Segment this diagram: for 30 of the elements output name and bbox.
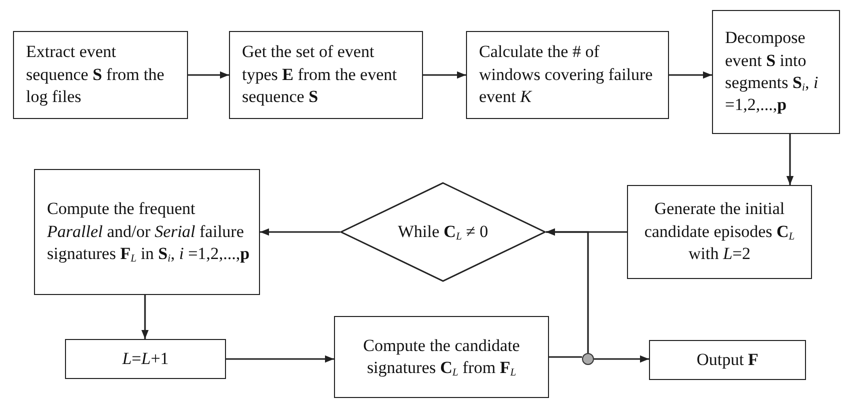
step-text: Extract event sequence S from the log files: [26, 41, 166, 108]
arrow: [260, 228, 340, 236]
step-text: Decompose event S into segments S$_{i}$, i =1,2,...,p: [725, 27, 820, 116]
junction-dot: [582, 353, 594, 365]
process-box: [627, 185, 812, 279]
arrow: [786, 134, 794, 185]
step-text: Compute the frequent Parallel and/or Serial failure signatures F$_{L}$ in S$_{i}$, i =1,2,...,p: [47, 198, 251, 266]
step-text: Generate the initial candidate episodes C$_{L}$ with L=2: [643, 198, 796, 266]
arrow: [226, 355, 334, 363]
arrow: [188, 71, 229, 79]
arrow: [423, 71, 466, 79]
process-box: [334, 316, 549, 398]
process-box: [712, 10, 840, 134]
arrow: [546, 228, 589, 353]
arrow: [669, 71, 712, 79]
arrow: [594, 355, 649, 363]
step-text: Compute the candidate signatures C$_{L}$ from F$_{L}$: [362, 334, 521, 380]
step-text: Get the set of event types E from the event sequence S: [242, 41, 398, 108]
process-box: [466, 31, 669, 119]
step-text: While C$_{L}$ ≠ 0: [398, 220, 488, 244]
step-text: Output F: [696, 348, 758, 371]
step-text: L=L+1: [122, 348, 169, 370]
process-box: [229, 31, 423, 119]
process-box: [34, 169, 260, 295]
decision-diamond: [340, 182, 546, 282]
process-box: [65, 339, 226, 379]
process-box: [649, 340, 806, 380]
arrow: [141, 295, 149, 339]
process-box: [13, 31, 188, 119]
step-text: Calculate the # of windows covering failure event K: [479, 41, 654, 108]
